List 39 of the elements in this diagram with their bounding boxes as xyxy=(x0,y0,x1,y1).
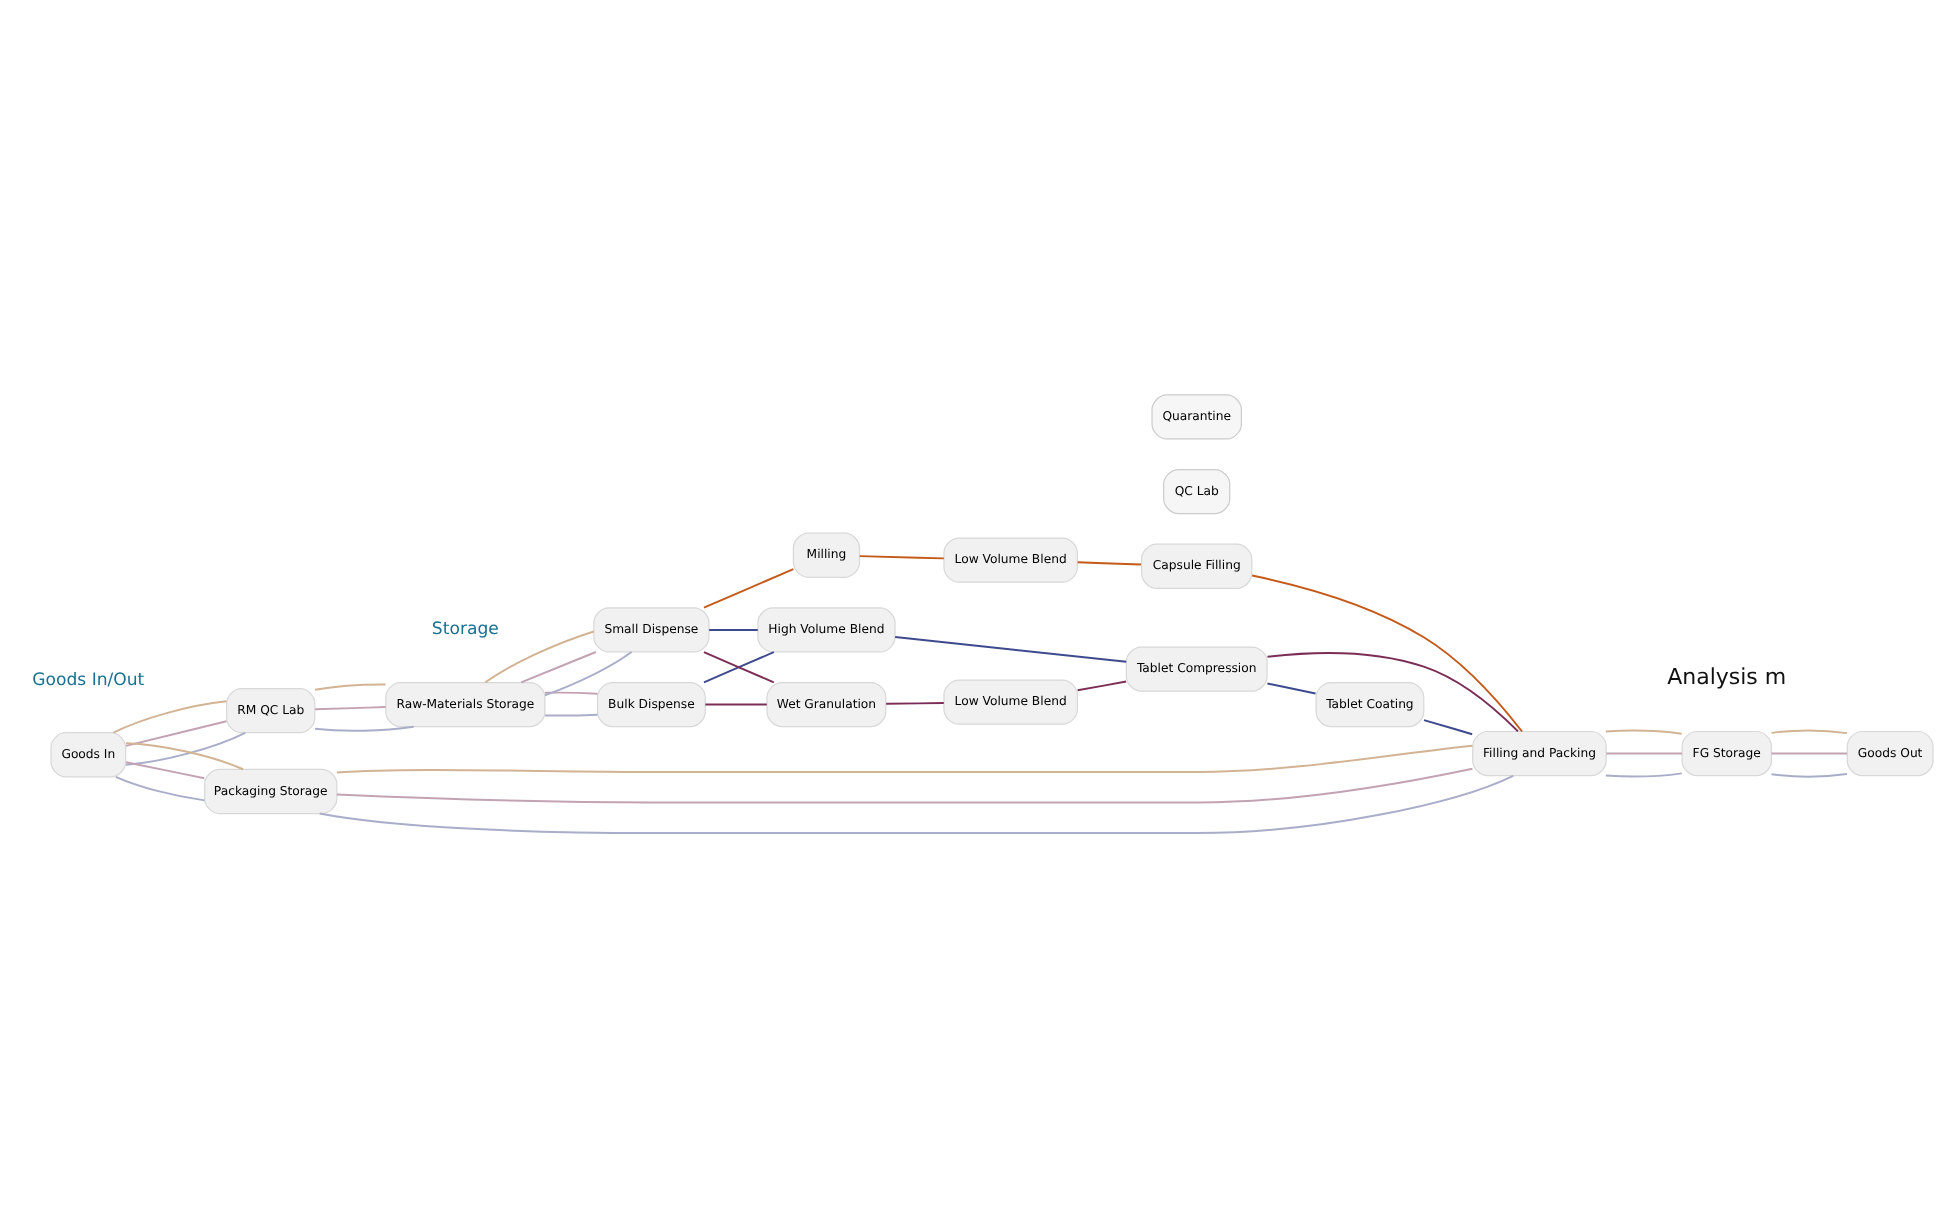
label: Analysis m xyxy=(1667,663,1787,690)
connector xyxy=(1266,681,1317,694)
connector xyxy=(335,743,1474,773)
connector xyxy=(702,650,775,683)
connector xyxy=(1770,751,1848,754)
connector xyxy=(112,699,228,733)
connector xyxy=(318,773,1515,834)
connector xyxy=(702,567,795,608)
connector xyxy=(544,690,599,694)
connector xyxy=(1266,651,1519,732)
connector xyxy=(314,724,415,731)
connector xyxy=(1604,728,1683,734)
connector xyxy=(335,766,1474,803)
connector xyxy=(894,635,1128,662)
connector xyxy=(114,774,206,801)
connector xyxy=(314,682,387,690)
connector xyxy=(125,719,228,746)
connector xyxy=(708,627,759,630)
connector xyxy=(1605,751,1683,754)
label: Storage xyxy=(431,619,499,640)
connector xyxy=(1076,560,1143,565)
connector xyxy=(704,702,768,705)
connector xyxy=(1076,679,1128,691)
connector xyxy=(1251,573,1524,732)
connector xyxy=(858,554,945,559)
connector xyxy=(520,650,597,683)
connector xyxy=(125,730,247,765)
connector xyxy=(484,629,595,683)
connector xyxy=(1604,771,1683,777)
connector xyxy=(1770,728,1848,734)
connector xyxy=(1770,772,1848,777)
connector xyxy=(125,741,245,770)
connector xyxy=(885,701,945,704)
connector xyxy=(314,705,387,710)
connector xyxy=(544,712,599,716)
connector xyxy=(125,760,206,779)
label: Goods In/Out xyxy=(32,669,145,690)
connector xyxy=(1423,718,1474,735)
connector xyxy=(544,650,633,696)
